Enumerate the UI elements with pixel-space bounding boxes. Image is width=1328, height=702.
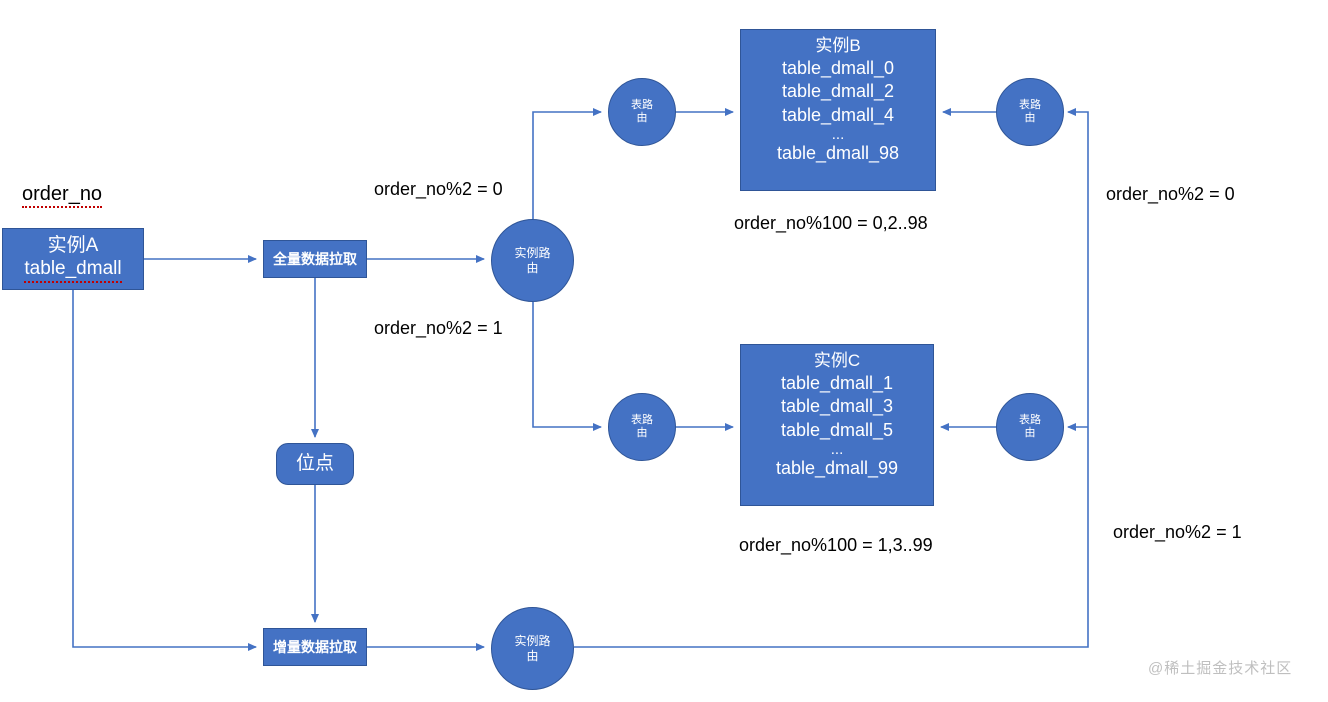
instance-c-table-2: table_dmall_5 [780,419,894,440]
node-instance-route-top[interactable]: 实例路 由 [491,219,574,302]
instance-route-bottom-line2: 由 [526,648,539,663]
caption-mod2-zero-middle: order_no%2 = 0 [374,179,503,199]
table-route-b-right-line1: 表路 [1019,99,1041,112]
table-route-c-left-line2: 由 [636,427,648,439]
wire-instance-a-to-incr-pull [72,290,257,651]
caption-mod2-one-middle: order_no%2 = 1 [374,318,503,338]
caption-mod100-odd: order_no%100 = 1,3..99 [739,535,933,555]
table-route-b-left-line2: 由 [636,112,648,124]
node-instance-route-bottom[interactable]: 实例路 由 [491,607,574,690]
node-incremental-data-pull[interactable]: 增量数据拉取 [263,628,367,666]
instance-c-title: 实例C [813,351,861,370]
full-data-pull-label: 全量数据拉取 [273,250,357,267]
offset-point-label: 位点 [295,452,334,474]
table-route-b-right-line2: 由 [1024,112,1036,124]
instance-a-title: 实例A [47,235,99,257]
instance-route-top-line1: 实例路 [514,246,551,261]
node-full-data-pull[interactable]: 全量数据拉取 [263,240,367,278]
caption-mod2-zero-right: order_no%2 = 0 [1106,184,1235,204]
instance-a-table: table_dmall [24,258,122,283]
instance-b-table-2: table_dmall_4 [781,104,895,125]
node-table-route-b-right[interactable]: 表路 由 [996,78,1064,146]
node-instance-a[interactable]: 实例A table_dmall [2,228,144,290]
order-no-label: order_no [22,183,103,208]
node-instance-c[interactable]: 实例C table_dmall_1 table_dmall_3 table_dm… [740,344,934,506]
caption-mod100-even: order_no%100 = 0,2..98 [734,213,928,233]
table-route-c-right-line2: 由 [1024,427,1036,439]
instance-c-table-last: table_dmall_99 [775,458,899,479]
node-table-route-c-right[interactable]: 表路 由 [996,393,1064,461]
table-route-b-left-line1: 表路 [631,99,653,112]
instance-b-ellipsis: ... [831,125,845,143]
instance-b-table-last: table_dmall_98 [776,143,900,164]
instance-b-table-0: table_dmall_0 [781,58,895,79]
caption-mod2-one-right: order_no%2 = 1 [1113,522,1242,542]
instance-b-title: 实例B [815,36,861,55]
instance-c-ellipsis: ... [830,440,844,458]
instance-c-table-0: table_dmall_1 [780,373,894,394]
incremental-data-pull-label: 增量数据拉取 [273,638,357,655]
node-offset-point[interactable]: 位点 [276,443,354,485]
table-route-c-left-line1: 表路 [631,414,653,427]
table-route-c-right-line1: 表路 [1019,414,1041,427]
node-table-route-b-left[interactable]: 表路 由 [608,78,676,146]
watermark: @稀土掘金技术社区 [1148,660,1293,677]
instance-route-top-line2: 由 [526,260,539,275]
node-table-route-c-left[interactable]: 表路 由 [608,393,676,461]
wire-instance-route-up-branch [532,108,602,219]
wire-instance-route-down-branch [532,302,602,431]
instance-route-bottom-line1: 实例路 [514,634,551,649]
node-instance-b[interactable]: 实例B table_dmall_0 table_dmall_2 table_dm… [740,29,936,191]
instance-c-table-1: table_dmall_3 [780,396,894,417]
instance-b-table-1: table_dmall_2 [781,81,895,102]
order-no-text: order_no [22,183,103,208]
